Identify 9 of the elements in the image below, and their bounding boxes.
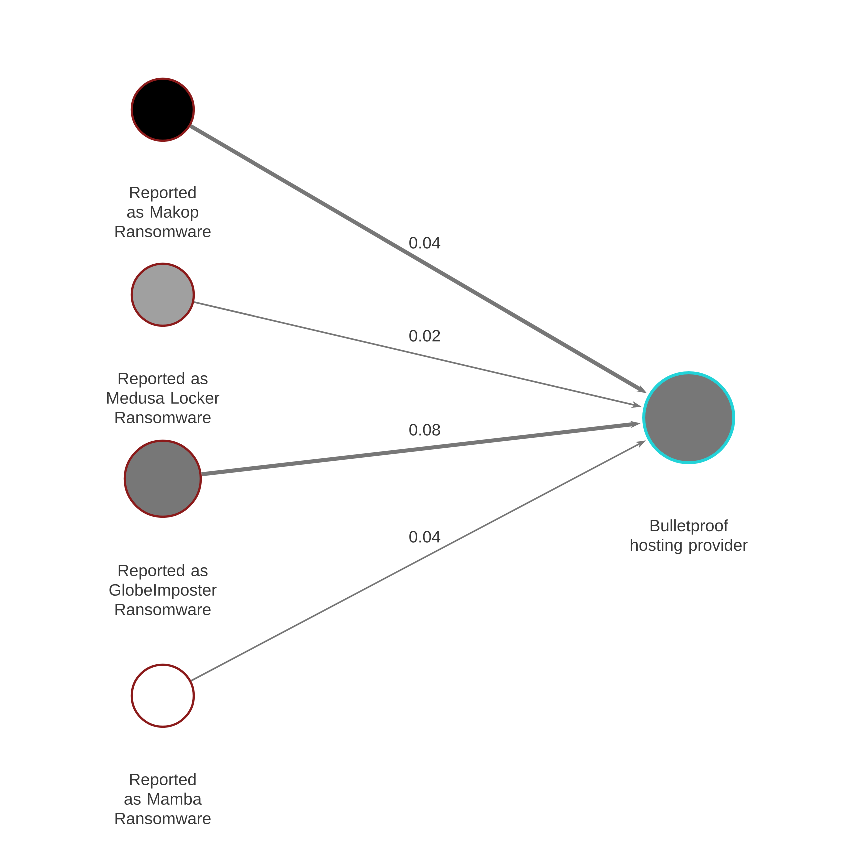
edge-label: 0.04 [408, 236, 442, 250]
node-label: Reported as Medusa Locker Ransomware [108, 372, 220, 424]
edge-label: 0.08 [408, 423, 442, 437]
node-label: Reported as GlobeImposter Ransomware [110, 564, 217, 616]
edge-label: 0.04 [408, 530, 442, 544]
edge-label: 0.02 [408, 329, 442, 343]
node-label: Reported as Makop Ransomware [116, 186, 211, 238]
node-label: Bulletproof hosting provider [631, 520, 748, 554]
node-label: Reported as Mamba Ransomware [116, 773, 211, 825]
